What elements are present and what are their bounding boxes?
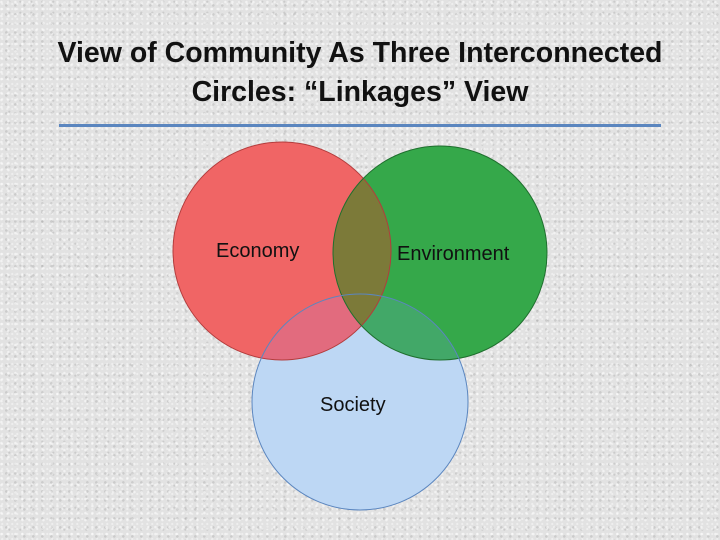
environment-society-overlap-group bbox=[333, 294, 468, 360]
economy-society-overlap bbox=[252, 294, 391, 360]
economy-society-overlap-group bbox=[252, 294, 391, 360]
environment-circle-outline bbox=[332, 145, 548, 361]
slide-title-line-2: Circles: “Linkages” View bbox=[191, 76, 529, 108]
title-underline bbox=[59, 124, 661, 127]
economy-circle-outline bbox=[172, 141, 392, 361]
society-label: Society bbox=[320, 394, 386, 416]
environment-label: Environment bbox=[397, 243, 510, 265]
slide-title-line-1: View of Community As Three Interconnecte… bbox=[57, 37, 663, 69]
society-circle-outline bbox=[251, 293, 469, 511]
slide-title: View of Community As Three Interconnecte… bbox=[0, 34, 720, 112]
economy-label: Economy bbox=[216, 240, 299, 262]
environment-society-overlap bbox=[333, 294, 468, 360]
